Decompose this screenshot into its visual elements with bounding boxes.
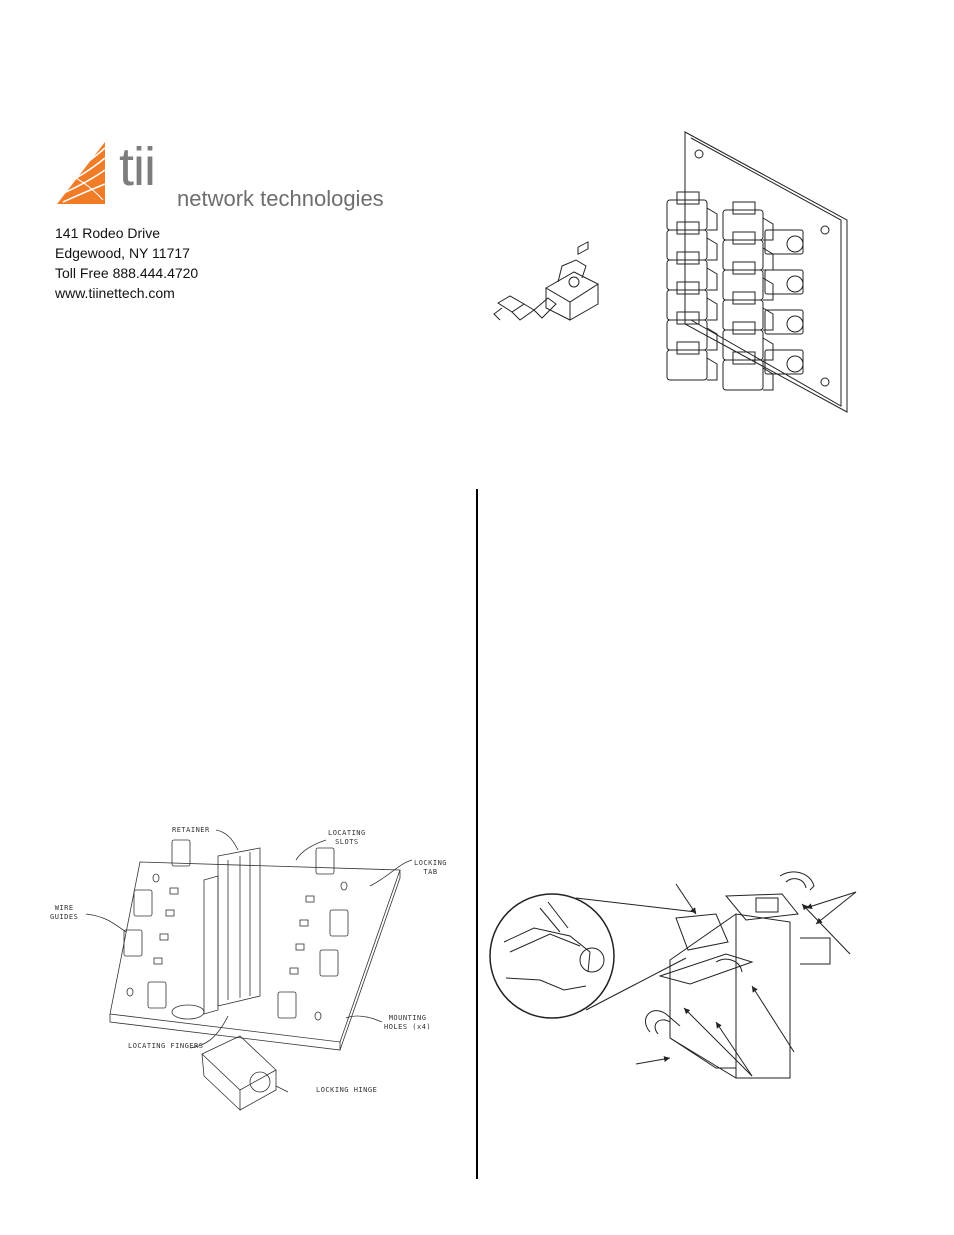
label-wire-guides: WIRE GUIDES bbox=[50, 904, 78, 922]
company-address: 141 Rodeo Drive Edgewood, NY 11717 Toll … bbox=[55, 223, 198, 303]
label-retainer: RETAINER bbox=[172, 826, 210, 834]
logo-subtitle: network technologies bbox=[177, 186, 384, 211]
protector-module-icon bbox=[493, 241, 600, 321]
label-locating-slots-line1: LOCATING bbox=[328, 829, 366, 837]
label-wire-guides-line2: GUIDES bbox=[50, 913, 79, 921]
label-locating-slots-line2: SLOTS bbox=[335, 838, 359, 846]
company-logo: tii network technologies bbox=[55, 140, 405, 215]
label-locking-tab-line2: TAB bbox=[423, 868, 438, 876]
label-wire-guides-line1: WIRE bbox=[54, 904, 74, 912]
label-locating-slots: LOCATING SLOTS bbox=[328, 829, 366, 847]
column-divider bbox=[476, 489, 478, 1179]
address-website[interactable]: www.tiinettech.com bbox=[55, 285, 175, 301]
label-locating-fingers: LOCATING FINGERS bbox=[128, 1042, 204, 1050]
label-locking-hinge: LOCKING HINGE bbox=[316, 1086, 378, 1094]
mounting-panel-icon bbox=[666, 131, 848, 413]
address-phone: Toll Free 888.444.4720 bbox=[55, 265, 199, 281]
panel-assembly-diagram bbox=[85, 829, 413, 1111]
label-locking-tab: LOCKING TAB bbox=[414, 859, 447, 877]
label-mounting-holes: MOUNTING HOLES (x4) bbox=[384, 1014, 431, 1032]
label-mounting-holes-line1: MOUNTING bbox=[388, 1014, 427, 1022]
module-detail-diagram bbox=[489, 871, 857, 1079]
magnifier-circle bbox=[489, 893, 615, 1019]
label-mounting-holes-line2: HOLES (x4) bbox=[384, 1023, 432, 1031]
address-street: 141 Rodeo Drive bbox=[55, 225, 161, 241]
logo-swoosh-icon bbox=[56, 142, 106, 204]
label-locking-tab-line1: LOCKING bbox=[414, 859, 448, 867]
address-city: Edgewood, NY 11717 bbox=[55, 245, 190, 261]
logo-brand-text: tii bbox=[119, 137, 156, 197]
